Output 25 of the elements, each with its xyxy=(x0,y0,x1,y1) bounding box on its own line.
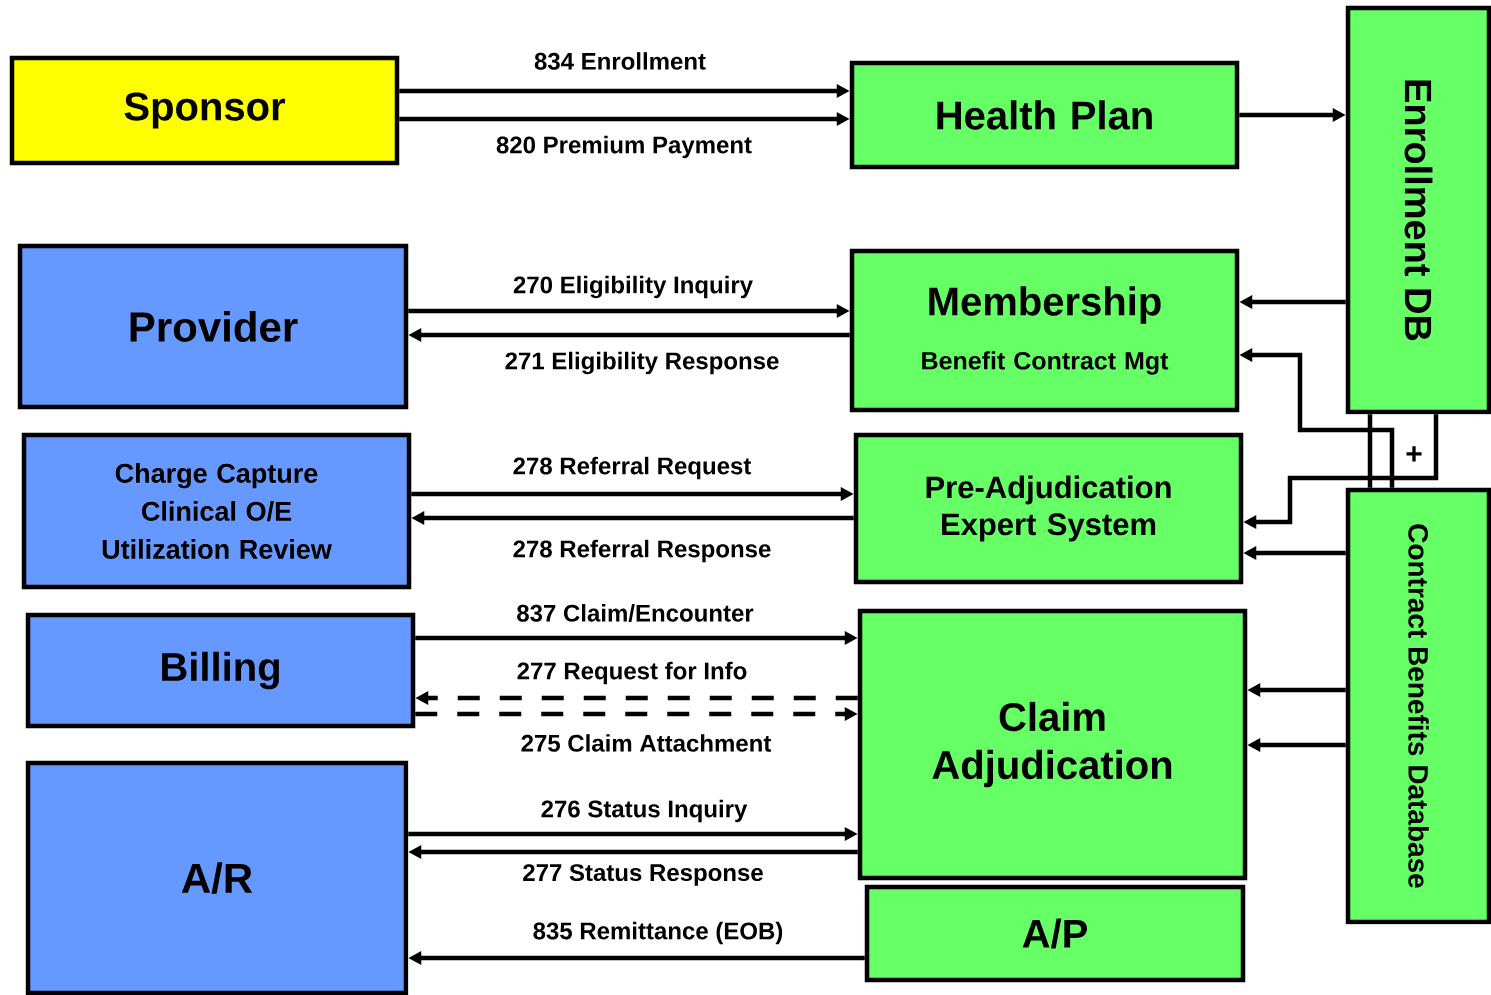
edge-label: 278 Referral Response xyxy=(511,538,773,564)
edge-label: 278 Referral Request xyxy=(511,455,753,481)
edge-label: 834 Enrollment xyxy=(533,51,708,71)
edge-label: 277 Request for Info xyxy=(515,660,749,686)
plus-sign: + xyxy=(1406,446,1422,462)
edge-label: 271 Eligibility Response xyxy=(503,350,781,376)
process-box: Contract Benefits Database xyxy=(1345,487,1491,925)
process-box: Membership Benefit Contract Mgt xyxy=(849,248,1240,413)
process-box: Claim Adjudication xyxy=(857,608,1248,881)
edge-label: 277 Status Response xyxy=(521,863,765,887)
process-box: Charge Capture Clinical O/E Utilization Review xyxy=(21,432,412,590)
edge-label: 837 Claim/Encounter xyxy=(515,603,755,623)
process-box: Enrollment DB xyxy=(1345,5,1491,415)
process-box: Pre-Adjudication Expert System xyxy=(853,432,1244,585)
process-box: Health Plan xyxy=(849,60,1240,170)
edge-label: 276 Status Inquiry xyxy=(539,798,749,824)
process-box: A/R xyxy=(25,760,409,995)
edge-label: 270 Eligibility Inquiry xyxy=(512,274,755,300)
edge-label: 820 Premium Payment xyxy=(494,134,754,160)
edge-label: 275 Claim Attachment xyxy=(519,733,773,753)
process-box: Provider xyxy=(17,243,409,410)
process-box: A/P xyxy=(864,884,1246,983)
edge-label: 835 Remittance (EOB) xyxy=(531,920,785,946)
process-box: Sponsor xyxy=(9,55,400,166)
process-box: Billing xyxy=(25,612,416,729)
